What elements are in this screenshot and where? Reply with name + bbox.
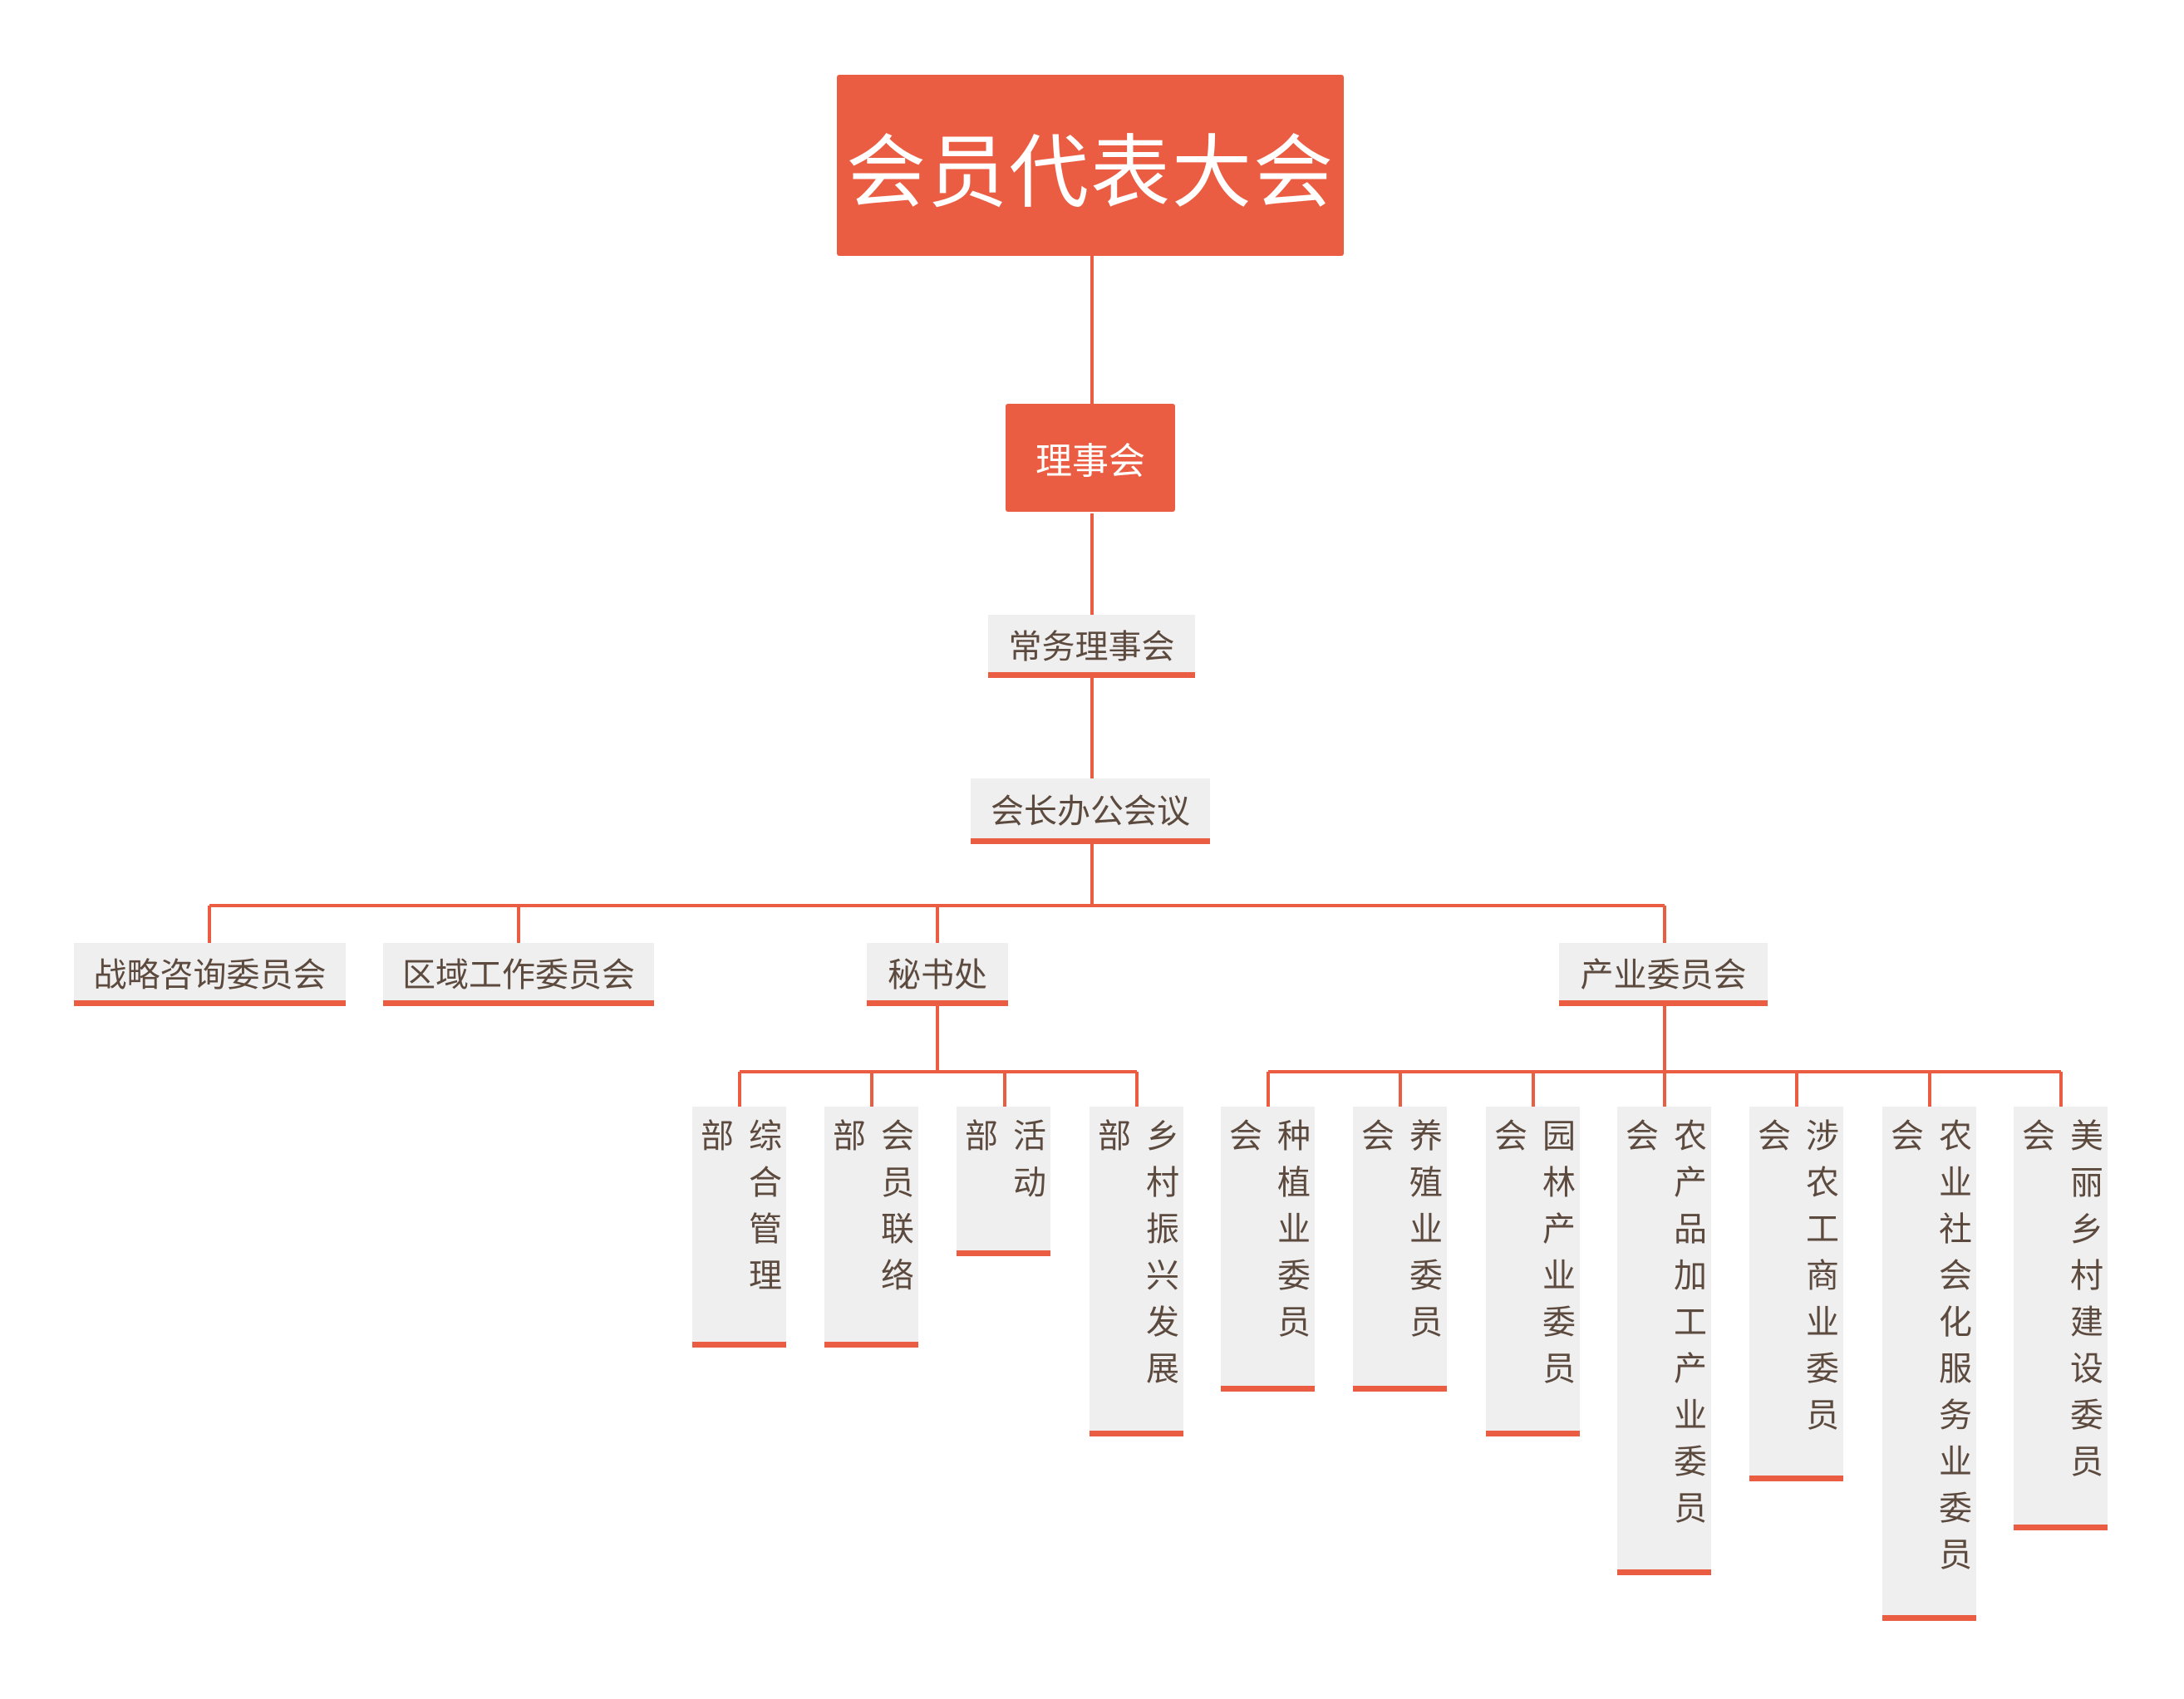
secretariat-label: 秘书处 bbox=[888, 955, 987, 994]
council-node: 理事会 bbox=[1006, 404, 1175, 512]
regional-committee-node: 区域工作委员会 bbox=[383, 943, 654, 1006]
industry-unit-label: 美丽乡村建设委员会 bbox=[2016, 1118, 2103, 1490]
secretariat-unit-label: 综合管理部 bbox=[695, 1118, 781, 1304]
secretariat-node: 秘书处 bbox=[867, 943, 1008, 1006]
industry-unit-node: 涉农工商业委员会 bbox=[1749, 1107, 1843, 1481]
secretariat-unit-label: 乡村振兴发展部 bbox=[1092, 1118, 1178, 1397]
industry-unit-label: 农业社会化服务业委员会 bbox=[1885, 1118, 1971, 1584]
standing-council-node: 常务理事会 bbox=[988, 615, 1195, 678]
secretariat-unit-label: 会员联络部 bbox=[827, 1118, 913, 1304]
president-office-meeting-node: 会长办公会议 bbox=[971, 778, 1210, 844]
secretariat-unit-label: 活动部 bbox=[959, 1118, 1045, 1211]
industry-unit-node: 农产品加工产业委员会 bbox=[1617, 1107, 1711, 1575]
industry-unit-node: 美丽乡村建设委员会 bbox=[2014, 1107, 2108, 1530]
strategy-committee-label: 战略咨询委员会 bbox=[93, 955, 327, 994]
council-label: 理事会 bbox=[1035, 440, 1145, 483]
industry-unit-label: 种植业委员会 bbox=[1223, 1118, 1310, 1351]
secretariat-unit-node: 乡村振兴发展部 bbox=[1090, 1107, 1183, 1436]
industry-unit-label: 园林产业委员会 bbox=[1488, 1118, 1575, 1397]
industry-committee-label: 产业委员会 bbox=[1580, 955, 1747, 994]
standing-council-label: 常务理事会 bbox=[1008, 627, 1175, 666]
regional-committee-label: 区域工作委员会 bbox=[402, 955, 635, 994]
industry-committee-node: 产业委员会 bbox=[1559, 943, 1768, 1006]
president-office-meeting-label: 会长办公会议 bbox=[991, 793, 1190, 831]
industry-unit-node: 养殖业委员会 bbox=[1353, 1107, 1447, 1392]
industry-unit-label: 养殖业委员会 bbox=[1355, 1118, 1442, 1351]
secretariat-unit-node: 会员联络部 bbox=[824, 1107, 918, 1348]
secretariat-unit-node: 综合管理部 bbox=[692, 1107, 786, 1348]
industry-unit-node: 农业社会化服务业委员会 bbox=[1882, 1107, 1976, 1621]
strategy-committee-node: 战略咨询委员会 bbox=[74, 943, 346, 1006]
industry-unit-node: 种植业委员会 bbox=[1221, 1107, 1315, 1392]
root-label: 会员代表大会 bbox=[846, 125, 1335, 219]
secretariat-unit-node: 活动部 bbox=[957, 1107, 1050, 1256]
industry-unit-label: 涉农工商业委员会 bbox=[1752, 1118, 1838, 1444]
root-node: 会员代表大会 bbox=[837, 75, 1344, 256]
industry-unit-label: 农产品加工产业委员会 bbox=[1620, 1118, 1706, 1537]
industry-unit-node: 园林产业委员会 bbox=[1486, 1107, 1580, 1436]
